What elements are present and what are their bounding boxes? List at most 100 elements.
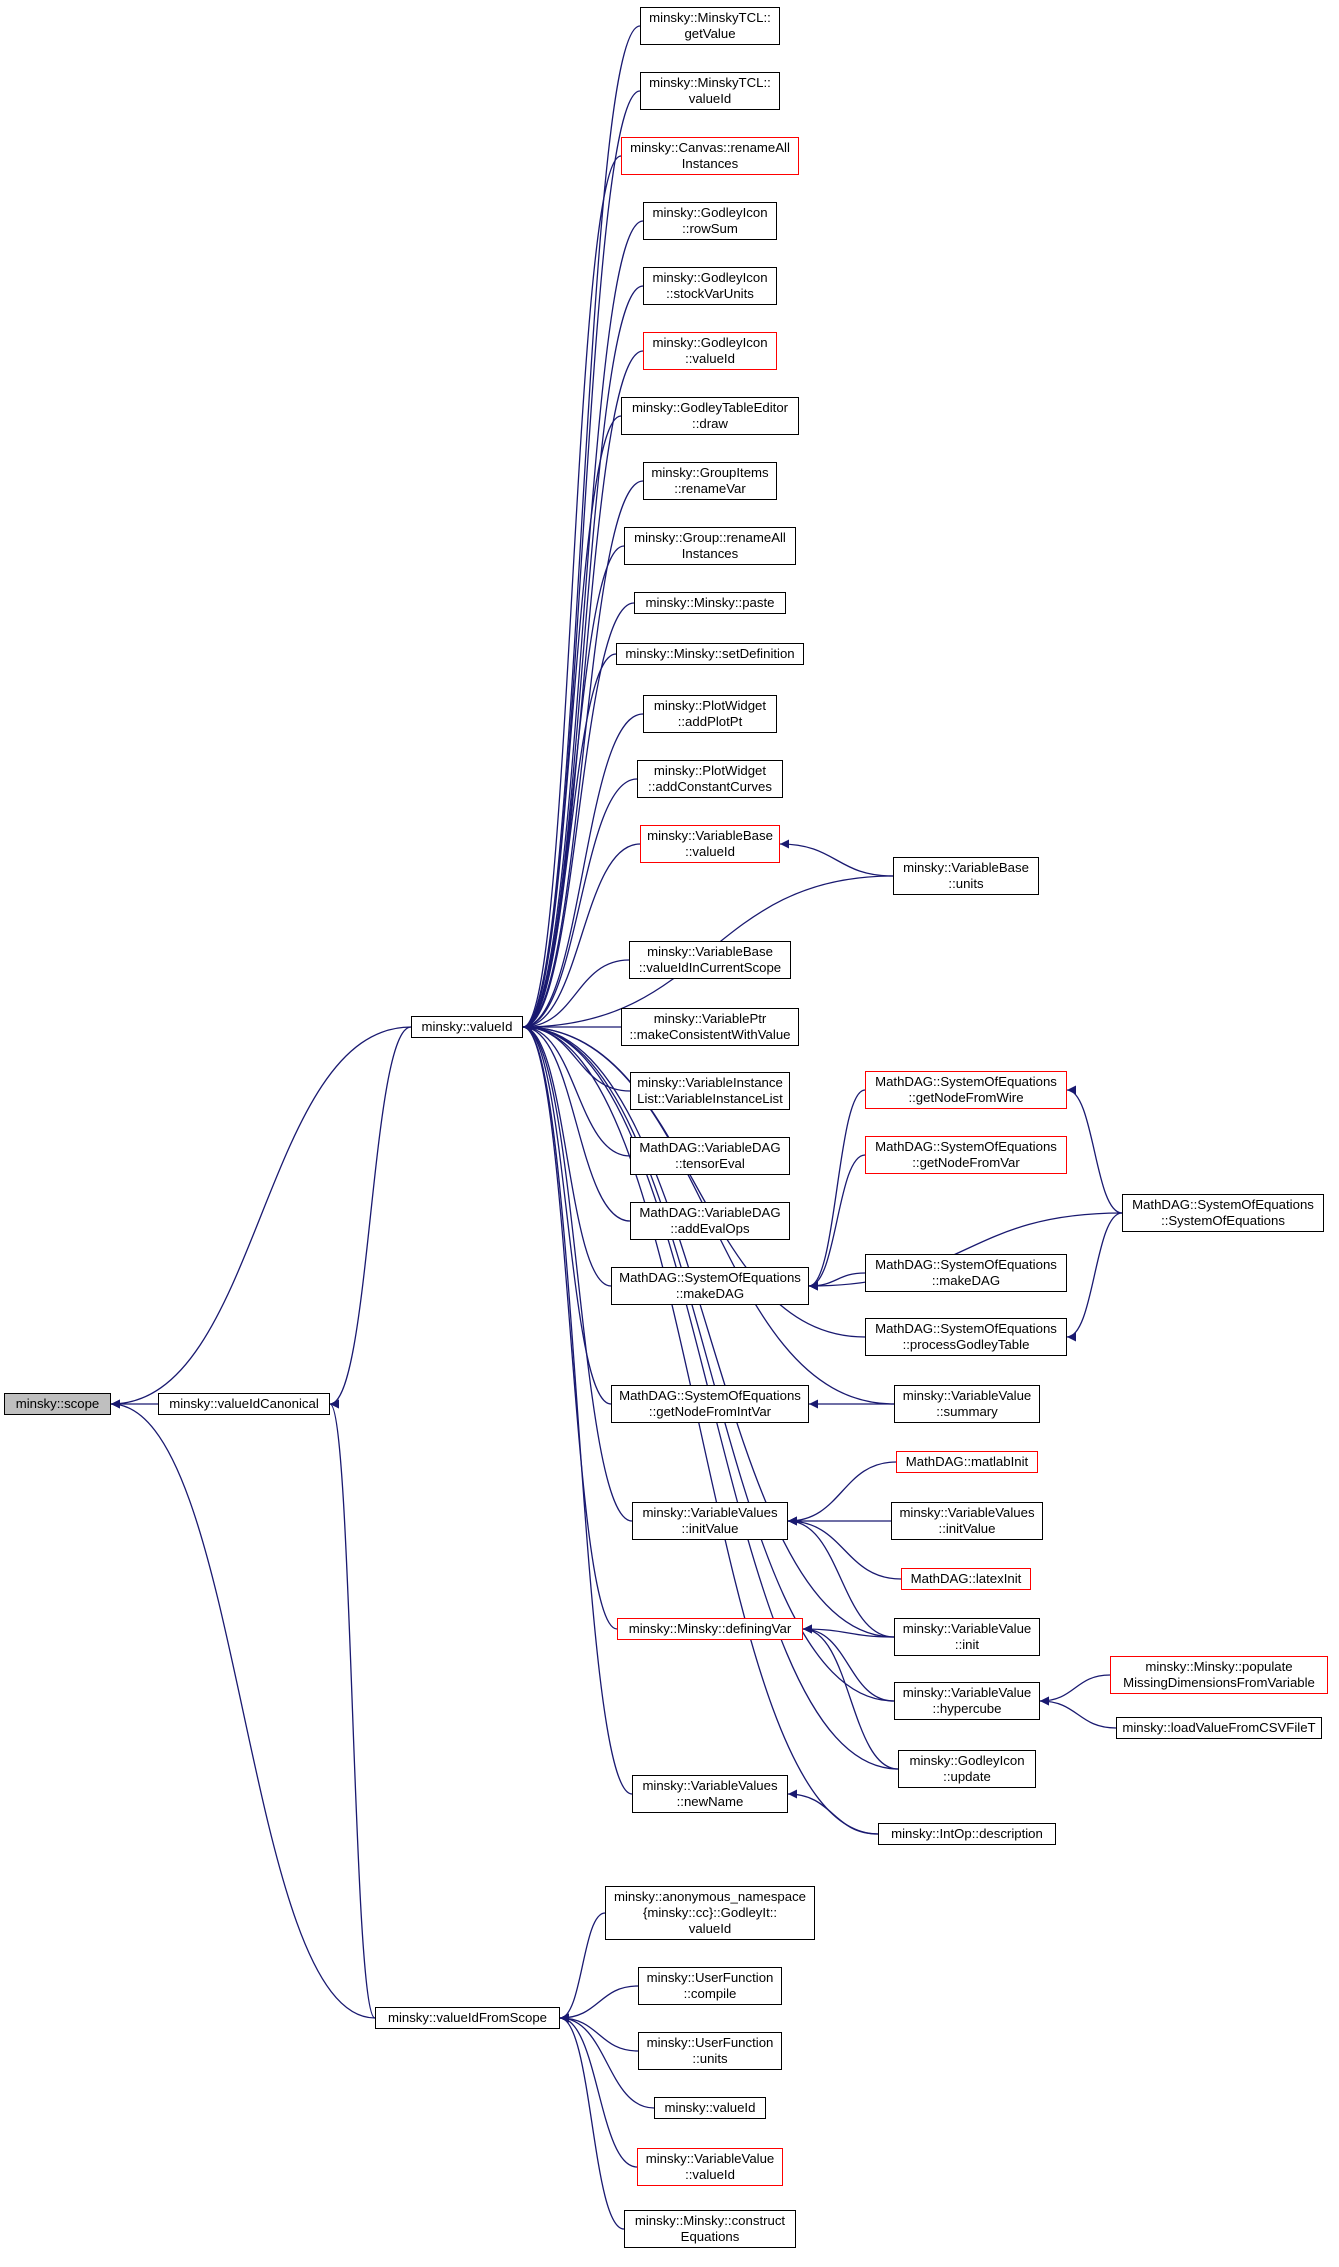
node-label-line: minsky::IntOp::description [891,1826,1043,1841]
node-label-line: MathDAG::SystemOfEquations [619,1270,801,1285]
call-edge-group_renameAll-to-valueId [522,545,625,1032]
node-mtcl-getValue[interactable]: minsky::MinskyTCL::getValue [640,7,780,45]
node-label-line: MathDAG::latexInit [910,1571,1022,1586]
node-label-line: minsky::VariableBase [647,944,773,959]
node-label-line: ::processGodleyTable [902,1337,1030,1352]
node-vv-summary[interactable]: minsky::VariableValue::summary [894,1385,1040,1423]
node-gte-draw[interactable]: minsky::GodleyTableEditor::draw [621,397,799,435]
node-scope[interactable]: minsky::scope [4,1393,111,1415]
node-soe-getNodeFromWire[interactable]: MathDAG::SystemOfEquations::getNodeFromW… [865,1071,1067,1109]
node-label-line: {minsky::cc}::GodleyIt:: [642,1905,778,1920]
node-label-line: ::rowSum [682,221,738,236]
node-label-line: minsky::MinskyTCL:: [649,10,771,25]
node-minsky-setDefinition[interactable]: minsky::Minsky::setDefinition [616,643,804,665]
node-label-line: MathDAG::SystemOfEquations [1132,1197,1314,1212]
node-plot-addPlotPt[interactable]: minsky::PlotWidget::addPlotPt [643,695,777,733]
node-mtcl-valueId[interactable]: minsky::MinskyTCL::valueId [640,72,780,110]
node-groupitems-renameVar[interactable]: minsky::GroupItems::renameVar [643,462,777,500]
node-vv-hypercube[interactable]: minsky::VariableValue::hypercube [894,1682,1040,1720]
node-vdag-addEvalOps[interactable]: MathDAG::VariableDAG::addEvalOps [630,1202,790,1240]
node-label-line: MathDAG::SystemOfEquations [875,1321,1057,1336]
call-edge-godley_update-to-minsky_definingVar [802,1624,899,1770]
node-label-line: minsky::GroupItems [651,465,769,480]
node-soe-makeDAG2[interactable]: MathDAG::SystemOfEquations::makeDAG [865,1254,1067,1292]
node-vb-valueId[interactable]: minsky::VariableBase::valueId [640,825,780,863]
node-label-line: valueId [688,91,732,106]
node-vv-valueId[interactable]: minsky::VariableValue::valueId [637,2148,783,2186]
call-edge-gte_draw-to-valueId [522,415,622,1032]
node-godley-rowSum[interactable]: minsky::GodleyIcon::rowSum [643,202,777,240]
node-soe-getNodeFromVar[interactable]: MathDAG::SystemOfEquations::getNodeFromV… [865,1136,1067,1174]
node-label-line: ::valueId [685,2167,735,2182]
node-godley-stockVarUnits[interactable]: minsky::GodleyIcon::stockVarUnits [643,267,777,305]
node-label-line: ::addEvalOps [670,1221,750,1236]
node-vvs-initValue2[interactable]: minsky::VariableValues::initValue [891,1502,1043,1540]
node-label-line: minsky::VariableValue [645,2151,775,2166]
node-label-line: minsky::valueId [421,1019,513,1034]
node-plot-addConstantCurves[interactable]: minsky::PlotWidget::addConstantCurves [637,760,783,798]
node-vvs-newName[interactable]: minsky::VariableValues::newName [632,1775,788,1813]
node-soe-getNodeFromIntVar[interactable]: MathDAG::SystemOfEquations::getNodeFromI… [611,1385,809,1423]
node-vv-init[interactable]: minsky::VariableValue::init [894,1618,1040,1656]
node-label-line: minsky::PlotWidget [653,698,767,713]
node-godley-valueId[interactable]: minsky::GodleyIcon::valueId [643,332,777,370]
node-label-line: ::tensorEval [675,1156,745,1171]
node-label-line: minsky::VariableValue [902,1388,1032,1403]
call-edge-minsky_setDefinition-to-valueId [522,653,617,1032]
node-vdag-tensorEval[interactable]: MathDAG::VariableDAG::tensorEval [630,1137,790,1175]
node-intop-description[interactable]: minsky::IntOp::description [878,1823,1056,1845]
node-godley-update[interactable]: minsky::GodleyIcon::update [898,1750,1036,1788]
node-uf-compile[interactable]: minsky::UserFunction::compile [638,1967,782,2005]
node-label-line: minsky::UserFunction [646,1970,774,1985]
node-label-line: Instances [681,546,739,561]
node-label-line: minsky::GodleyIcon [652,335,768,350]
node-label-line: ::getNodeFromVar [912,1155,1020,1170]
node-label-line: valueId [688,1921,732,1936]
node-matlabInit[interactable]: MathDAG::matlabInit [896,1451,1038,1473]
node-label-line: minsky::GodleyIcon [652,205,768,220]
node-uf-units[interactable]: minsky::UserFunction::units [638,2032,782,2070]
node-label-line: minsky::GodleyTableEditor [631,400,789,415]
node-soe-ctor[interactable]: MathDAG::SystemOfEquations::SystemOfEqua… [1122,1194,1324,1232]
node-label-line: minsky::VariableBase [647,828,773,843]
node-soe-processGodley[interactable]: MathDAG::SystemOfEquations::processGodle… [865,1318,1067,1356]
node-label-line: minsky::GodleyIcon [909,1753,1025,1768]
node-latexInit[interactable]: MathDAG::latexInit [901,1568,1031,1590]
node-vb-valueIdInCurrentScope[interactable]: minsky::VariableBase::valueIdInCurrentSc… [629,941,791,979]
node-label-line: ::addPlotPt [677,714,743,729]
node-label-line: minsky::anonymous_namespace [613,1889,807,1904]
node-label-line: minsky::PlotWidget [653,763,767,778]
node-valueIdCanonical[interactable]: minsky::valueIdCanonical [158,1393,330,1415]
call-edge-godley_rowSum-to-valueId [522,220,644,1032]
call-edge-mtcl_valueId-to-valueId [522,90,641,1032]
node-vb-units[interactable]: minsky::VariableBase::units [893,857,1039,895]
node-anon-godleyIt[interactable]: minsky::anonymous_namespace{minsky::cc}:… [605,1886,815,1940]
node-label-line: MathDAG::SystemOfEquations [875,1074,1057,1089]
node-vptr-makeConsistent[interactable]: minsky::VariablePtr::makeConsistentWithV… [621,1008,799,1046]
node-loadValueCSV[interactable]: minsky::loadValueFromCSVFileT [1116,1717,1322,1739]
call-edge-minsky_valueId2-to-valueIdFromScope [559,2013,655,2109]
call-edge-intop_description-to-vvs_newName [787,1789,879,1835]
node-soe-makeDAG[interactable]: MathDAG::SystemOfEquations::makeDAG [611,1267,809,1305]
call-edge-vil_ctor-to-valueId [522,1022,631,1092]
node-label-line: minsky::VariableValues [899,1505,1035,1520]
call-edge-vdag_addEvalOps-to-valueId [522,1022,631,1222]
node-minsky-definingVar[interactable]: minsky::Minsky::definingVar [617,1618,803,1640]
node-vvs-initValue[interactable]: minsky::VariableValues::initValue [632,1502,788,1540]
node-minsky-paste[interactable]: minsky::Minsky::paste [634,592,786,614]
node-label-line: ::makeDAG [675,1286,745,1301]
call-edge-valueIdFromScope-to-valueIdCanonical [329,1399,376,2019]
call-edge-valueId-to-valueIdCanonical [329,1026,412,1409]
node-label-line: minsky::Canvas::renameAll [630,140,790,155]
node-label-line: ::update [943,1769,991,1784]
node-valueId[interactable]: minsky::valueId [411,1016,523,1038]
node-valueIdFromScope[interactable]: minsky::valueIdFromScope [375,2007,560,2029]
node-minsky-valueId2[interactable]: minsky::valueId [654,2097,766,2119]
node-label-line: ::valueIdInCurrentScope [638,960,782,975]
node-label-line: MathDAG::VariableDAG [639,1140,781,1155]
